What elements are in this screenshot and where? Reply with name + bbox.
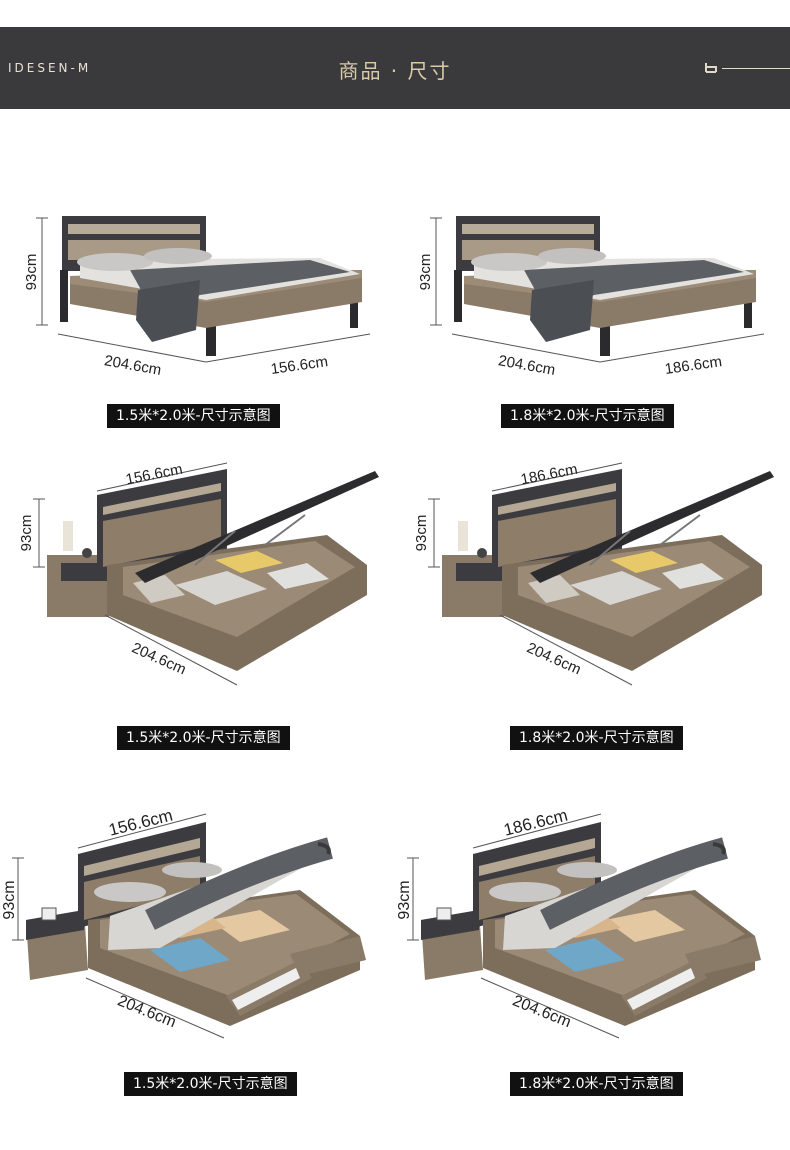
height-label: 93cm [413,515,430,552]
size-caption: 1.8米*2.0米-尺寸示意图 [510,1072,683,1096]
size-caption: 1.8米*2.0米-尺寸示意图 [510,726,683,750]
width-label: 156.6cm [107,806,175,840]
depth-label: 204.6cm [510,992,573,1031]
depth-label: 204.6cm [524,639,583,678]
product-panel-2: 93cm 204.6cm 186.6cm 1.8米*2.0米-尺寸示意图 [414,210,784,430]
width-label: 186.6cm [519,461,579,489]
size-caption: 1.5米*2.0米-尺寸示意图 [124,1072,297,1096]
height-label: 93cm [18,515,35,552]
storage-bed-illustration [33,462,379,686]
storage-bed-illustration [428,462,774,686]
product-panel-5: 93cm 156.6cm 204.6cm 1.5米*2.0米-尺寸示意图 [0,800,390,1100]
brand-logo: IDESEN-M [8,61,92,75]
page-title: 商品 · 尺寸 [338,59,452,83]
width-label: 156.6cm [124,461,184,489]
height-label: 93cm [1,880,18,919]
width-label: 186.6cm [502,806,570,840]
width-label: 186.6cm [664,353,723,378]
size-caption: 1.5米*2.0米-尺寸示意图 [117,726,290,750]
size-caption: 1.5米*2.0米-尺寸示意图 [107,404,280,428]
depth-label: 204.6cm [103,352,163,379]
depth-label: 204.6cm [129,639,188,678]
product-panel-4: 93cm 186.6cm 204.6cm 1.8米*2.0米-尺寸示意图 [410,455,785,755]
height-label: 93cm [23,254,40,291]
height-label: 93cm [396,880,413,919]
depth-label: 204.6cm [497,352,557,379]
size-caption: 1.8米*2.0米-尺寸示意图 [501,404,674,428]
product-panel-1: 93cm 204.6cm 156.6cm 1.5米*2.0米-尺寸示意图 [20,210,390,430]
bed-illustration [430,216,765,363]
height-label: 93cm [417,254,434,291]
bed-illustration [36,216,371,363]
drawer-bed-illustration [12,813,366,1039]
depth-label: 204.6cm [115,992,178,1031]
bed-icon [705,63,717,73]
width-label: 156.6cm [270,353,329,378]
page-header: IDESEN-M 商品 · 尺寸 [0,27,790,109]
header-divider [722,68,790,69]
drawer-bed-illustration [407,813,761,1039]
product-panel-3: 93cm 156.6cm 204.6cm 1.5米*2.0米-尺寸示意图 [15,455,390,755]
product-panel-6: 93cm 186.6cm 204.6cm 1.8米*2.0米-尺寸示意图 [395,800,785,1100]
